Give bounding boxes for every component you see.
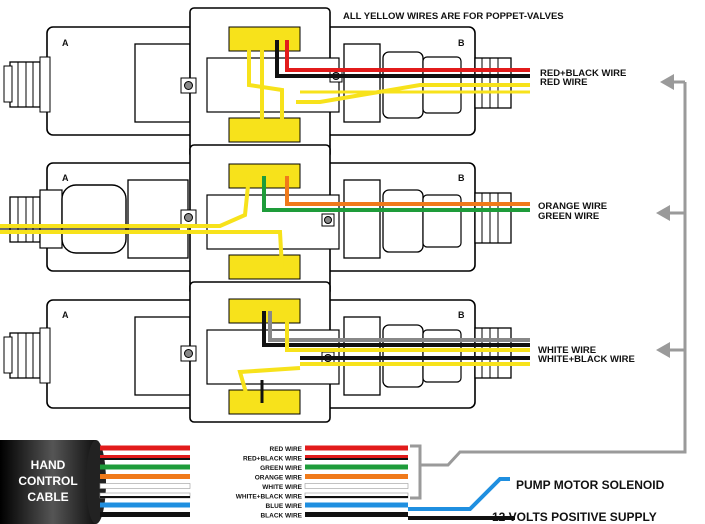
valve-2-wire-label-1: ORANGE WIRE (538, 201, 607, 212)
valve-3-wire-label-2: WHITE+BLACK WIRE (538, 354, 635, 365)
routing-line (410, 74, 687, 500)
arrow-head-2 (656, 205, 670, 221)
valve-1-end-a: A (62, 38, 69, 48)
valve-3-wire-label-1: WHITE WIRE (538, 345, 596, 356)
cable-wire-white-wire-outline (99, 483, 191, 489)
valve-1-end-b: B (458, 38, 465, 48)
valve-1-wire-label-1: RED+BLACK WIRE (540, 68, 626, 79)
cable-wire-white-wire-outline (304, 483, 409, 489)
hand-control-cable: RED WIRE RED+BLACK WIRE GREEN WIRE ORANGE W… (0, 440, 409, 524)
cable-wire-label-black-wire: BLACK WIRE (260, 513, 302, 520)
valve-1 (3, 7, 530, 159)
cable-title-line-2: CONTROL (18, 474, 77, 488)
cable-wire-label-orange-wire: ORANGE WIRE (255, 475, 303, 482)
valve-3-end-a: A (62, 310, 69, 320)
valve-3 (3, 281, 530, 423)
cable-wire-label-green-wire: GREEN WIRE (260, 465, 303, 472)
pump-line (408, 477, 510, 511)
cable-wire-label-white-black-wire: WHITE+BLACK WIRE (236, 494, 303, 501)
cable-wire-label-red-black-wire: RED+BLACK WIRE (243, 456, 303, 463)
supply-label: 12 VOLTS POSITIVE SUPPLY (492, 510, 657, 524)
cable-wire-label-red-wire: RED WIRE (270, 446, 303, 453)
valve-2-end-a: A (62, 173, 69, 183)
valve-2 (0, 144, 530, 296)
cable-wire-label-blue-wire: BLUE WIRE (266, 503, 303, 510)
pump-motor-solenoid-label: PUMP MOTOR SOLENOID (516, 478, 665, 492)
valve-3-end-b: B (458, 310, 465, 320)
cable-end (86, 440, 106, 524)
valve-2-wire-label-2: GREEN WIRE (538, 211, 599, 222)
cable-title-line-3: CABLE (27, 490, 68, 504)
cable-title-line-1: HAND (31, 458, 66, 472)
arrow-head-3 (656, 342, 670, 358)
bracket (410, 444, 422, 500)
valve-1-wire-label-2: RED WIRE (540, 77, 588, 88)
header-note: ALL YELLOW WIRES ARE FOR POPPET-VALVES (343, 11, 564, 22)
cable-jacket (0, 440, 96, 524)
cable-wire-label-white-wire: WHITE WIRE (262, 484, 302, 491)
valve-2-end-b: B (458, 173, 465, 183)
arrow-head-1 (660, 74, 674, 90)
